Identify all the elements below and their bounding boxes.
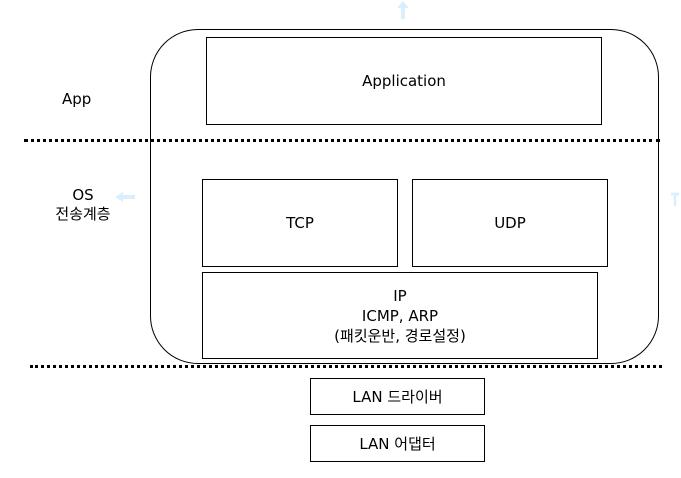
arrow-up-icon: [397, 1, 409, 19]
lan-driver-label: LAN 드라이버: [352, 387, 443, 406]
app-layer-label: App: [62, 90, 91, 109]
tcp-label: TCP: [286, 214, 314, 232]
tcp-box: TCP: [202, 179, 398, 267]
connector-icon: [671, 192, 679, 206]
arrow-left-icon: [115, 192, 135, 202]
ip-label: IP: [393, 286, 407, 305]
icmp-arp-label: ICMP, ARP: [361, 306, 439, 325]
ip-box: IP ICMP, ARP (패킷운반, 경로설정): [202, 272, 598, 359]
os-hardware-divider: [30, 365, 662, 368]
lan-driver-box: LAN 드라이버: [310, 378, 485, 415]
os-layer-label-line1: OS: [72, 186, 94, 204]
application-label: Application: [362, 72, 446, 90]
lan-adapter-label: LAN 어댑터: [359, 434, 436, 453]
os-layer-label: OS 전송계층: [40, 186, 126, 224]
lan-adapter-box: LAN 어댑터: [310, 425, 485, 462]
app-os-divider: [24, 139, 660, 142]
app-layer-label-text: App: [62, 90, 92, 108]
application-box: Application: [206, 37, 602, 125]
os-layer-label-line2: 전송계층: [55, 205, 111, 223]
ip-description-label: (패킷운반, 경로설정): [334, 326, 466, 345]
udp-label: UDP: [494, 214, 526, 232]
udp-box: UDP: [412, 179, 608, 267]
